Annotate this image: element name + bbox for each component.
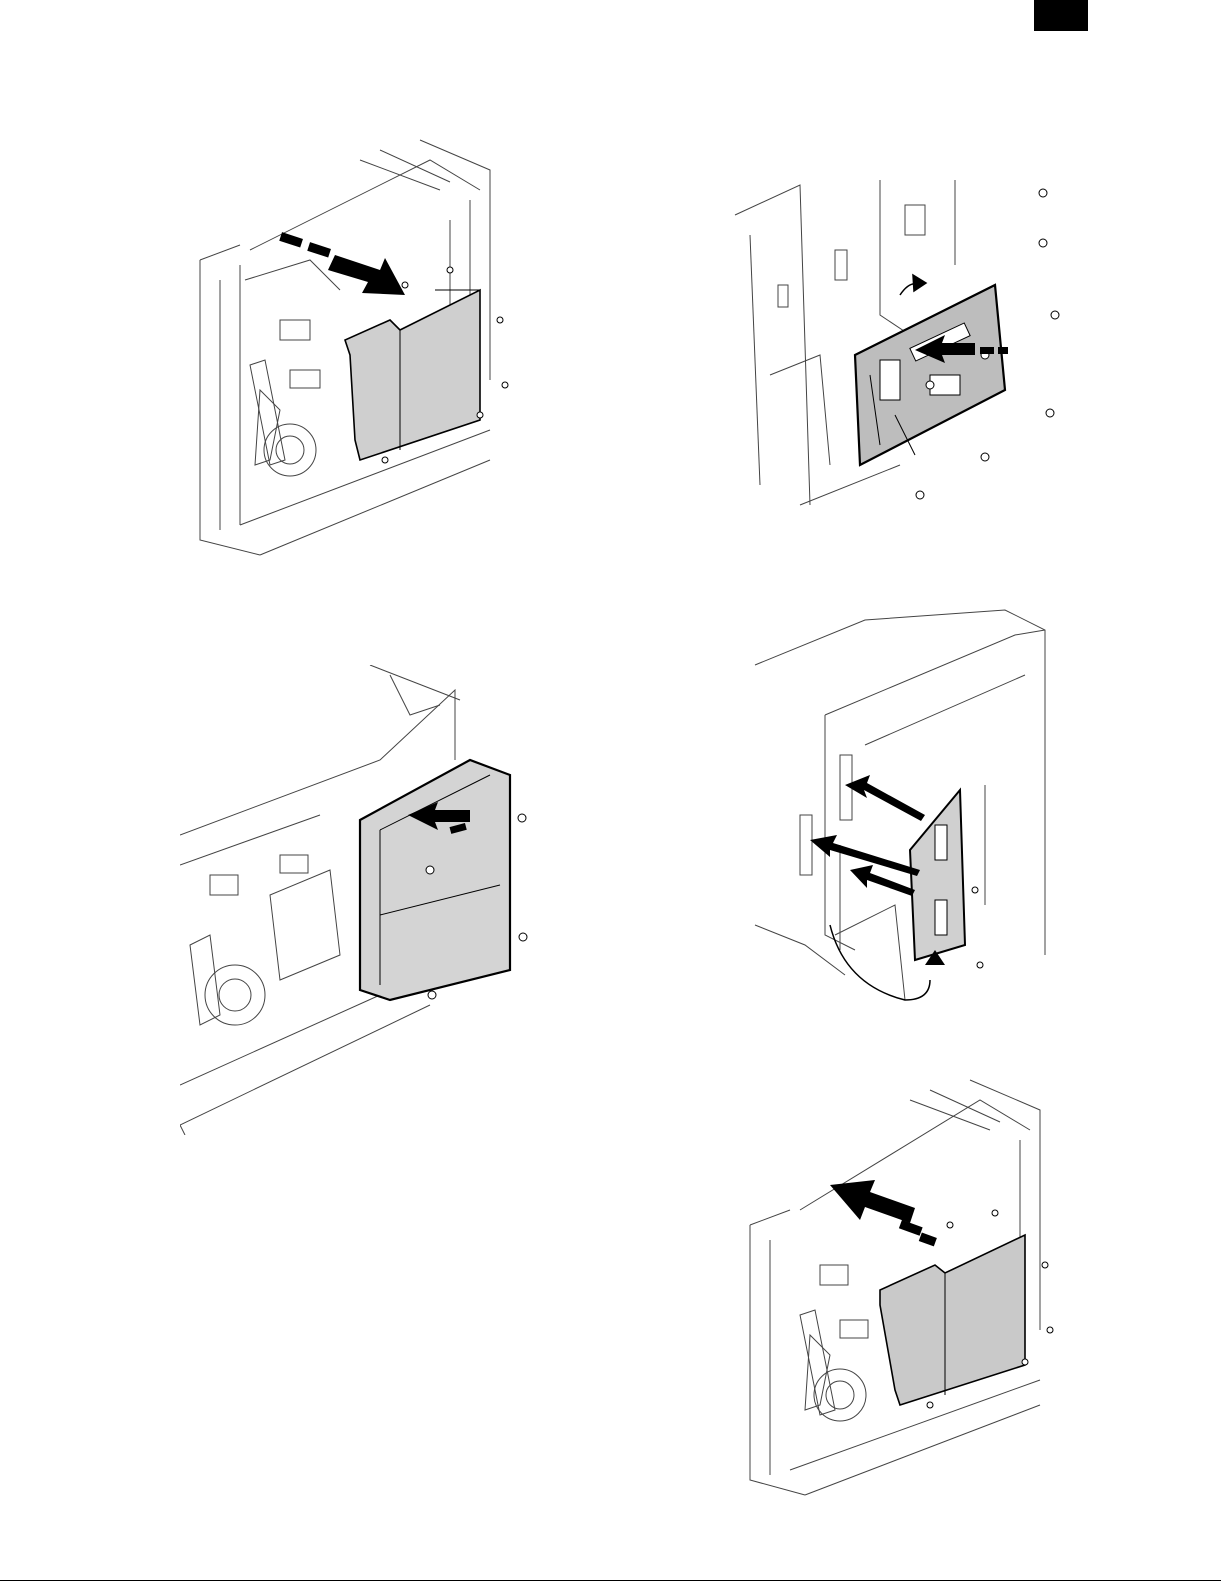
cover-panel bbox=[880, 1235, 1025, 1405]
arrow-out-left-icon bbox=[830, 1180, 937, 1246]
page-corner-tab bbox=[1034, 0, 1088, 31]
figure-board-slide bbox=[745, 605, 1065, 1025]
circuit-board bbox=[855, 285, 1005, 465]
rotate-arrow-icon bbox=[900, 275, 926, 295]
cover-panel bbox=[345, 290, 480, 460]
figure-board-removal bbox=[730, 175, 1075, 515]
figure-box-removal bbox=[180, 665, 540, 1135]
frame-box bbox=[360, 760, 510, 1000]
figure-cover-removal bbox=[190, 130, 520, 560]
figure-cover-reinstall bbox=[740, 1075, 1060, 1500]
bottom-rule bbox=[0, 1580, 1221, 1581]
screw-icon bbox=[972, 887, 983, 968]
